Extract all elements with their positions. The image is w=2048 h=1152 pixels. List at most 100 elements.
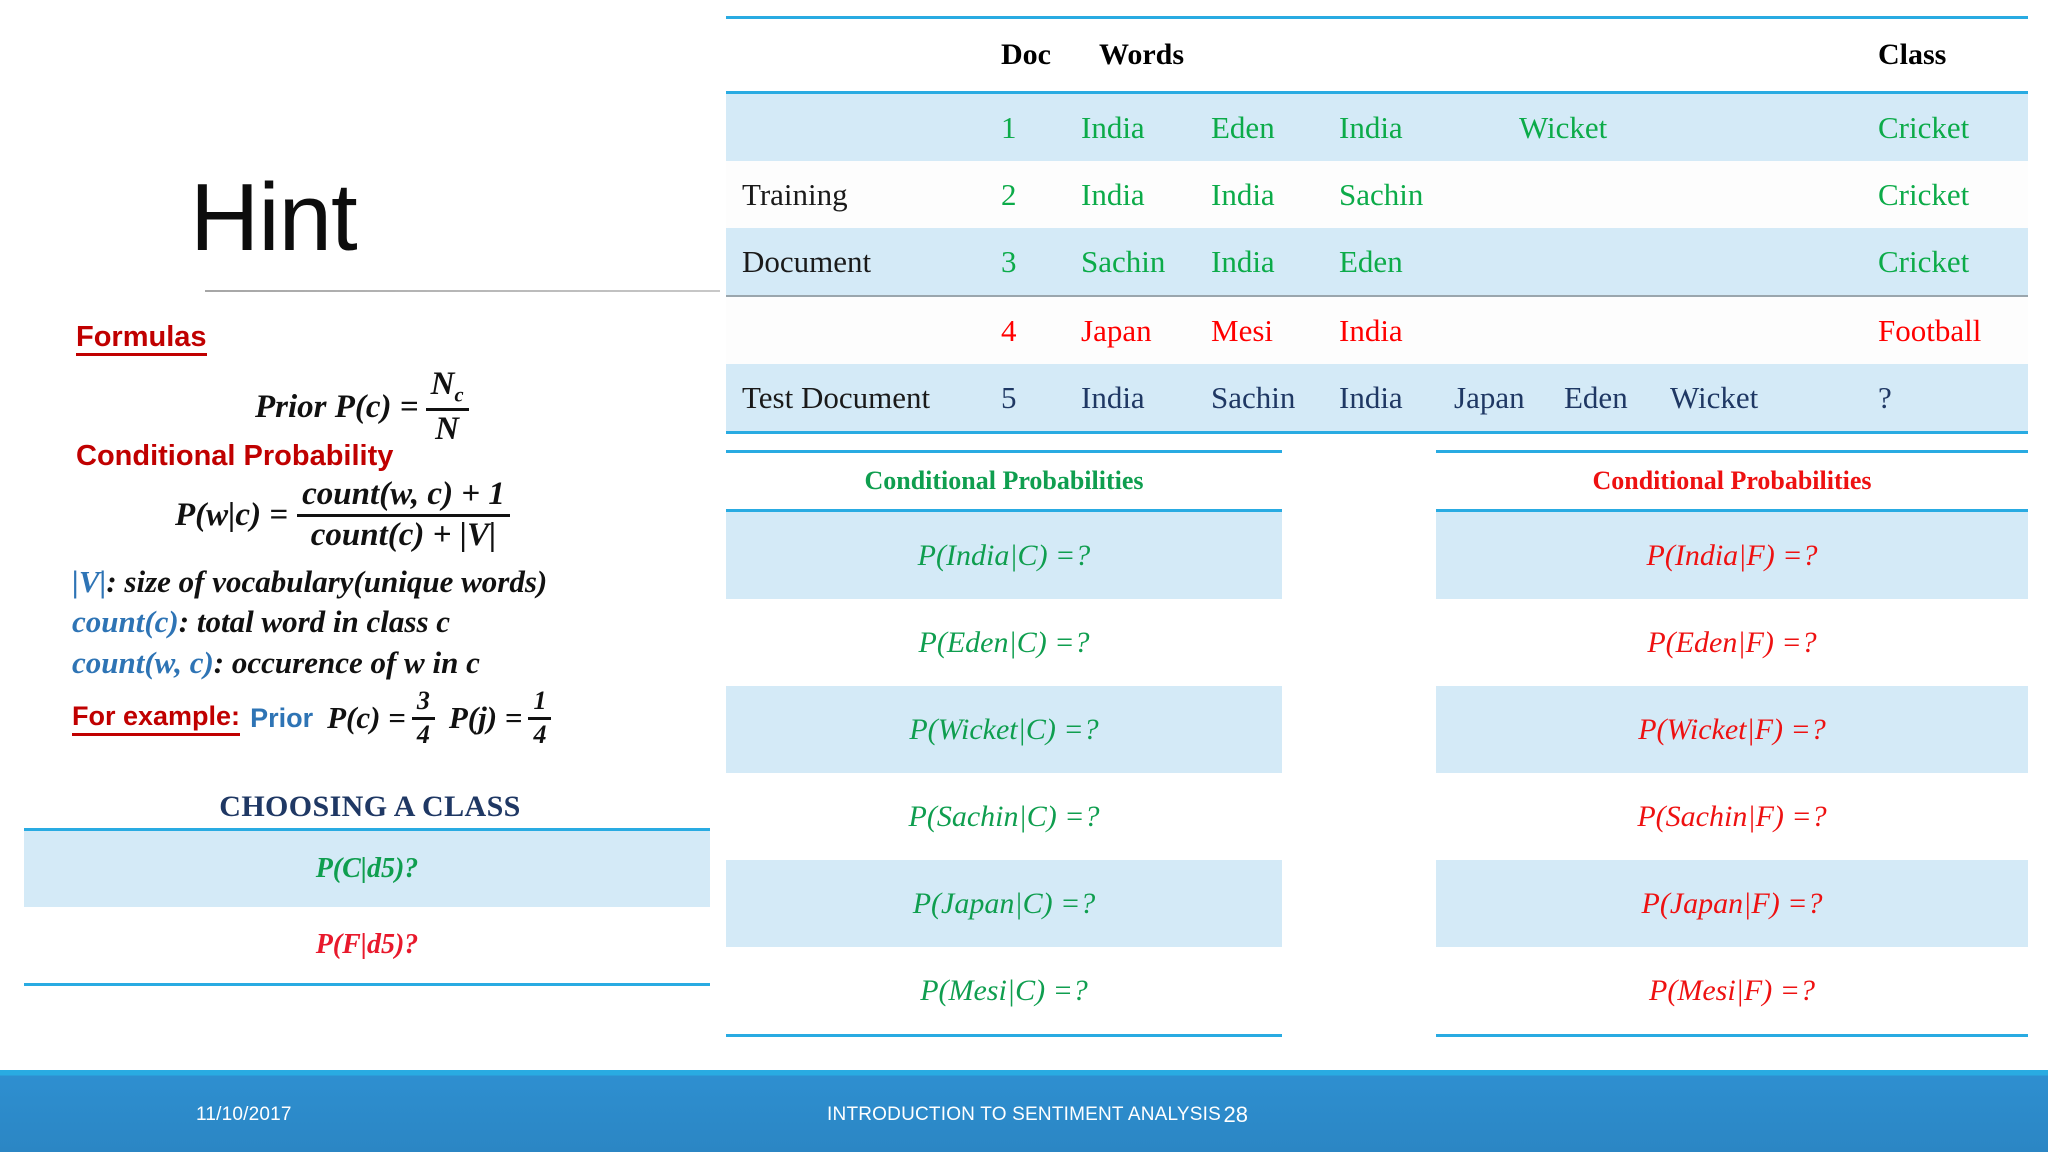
cell-doc: 5 [1001, 379, 1017, 415]
word: Wicket [1670, 379, 1759, 415]
word: Wicket [1519, 109, 1608, 145]
choosing-a-class-heading: CHOOSING A CLASS [219, 790, 521, 823]
prior-fraction: Nc N [425, 367, 469, 448]
word: Eden [1564, 379, 1628, 415]
conditional-fraction: count(w, c) + 1 count(c) + |V| [297, 477, 510, 553]
cell-class: ? [1878, 379, 1892, 415]
eq2-numerator: 1 [533, 686, 547, 715]
header-class: Class [1878, 38, 1947, 71]
footer-inner: 11/10/2017 INTRODUCTION TO SENTIMENT ANA… [0, 1076, 2048, 1152]
choosing-a-class-table: P(C|d5)? P(F|d5)? [24, 828, 710, 986]
table-body: 1 India Eden India Wicket Cricket Traini… [726, 94, 2028, 431]
cell-words: India India Sachin [1081, 177, 1878, 213]
footer-title: INTRODUCTION TO SENTIMENT ANALYSIS [827, 1104, 1221, 1125]
table-row: Test Document 5 India Sachin India Japan… [726, 364, 2028, 431]
list-item: P(India|C) =? [726, 512, 1282, 599]
for-example-equation-2: P(j) = 1 4 [448, 686, 552, 749]
choose-class-cricket: P(C|d5)? [315, 853, 419, 884]
word: Japan [1454, 379, 1525, 415]
table-row: P(F|d5)? [24, 907, 710, 983]
panel-list: P(India|F) =? P(Eden|F) =? P(Wicket|F) =… [1436, 509, 2028, 1037]
word: India [1081, 379, 1145, 415]
cell-class: Cricket [1878, 243, 1970, 279]
for-example-row: For example: Prior P(c) = 3 4 P(j) = 1 4 [72, 686, 552, 749]
definition-item: count(w, c): occurence of w in c [72, 643, 547, 683]
table-row: Training 2 India India Sachin Cricket [726, 161, 2028, 228]
word: Japan [1081, 312, 1152, 348]
word: India [1211, 243, 1275, 279]
list-item: P(Eden|C) =? [918, 625, 1090, 659]
list-item: P(Japan|C) =? [726, 860, 1282, 947]
list-item: P(Japan|F) =? [1436, 860, 2028, 947]
word: Sachin [1211, 379, 1296, 415]
conditional-formula-lhs: P(w|c) = [175, 496, 289, 533]
eq1-fraction: 3 4 [411, 687, 435, 749]
cell-doc: 3 [1001, 243, 1017, 279]
cell-words: India Sachin India Japan Eden Wicket [1081, 380, 1878, 416]
table-header-row: Doc Words Class [726, 19, 2028, 94]
word: India [1211, 176, 1275, 212]
definition-symbol: count(c) [72, 604, 179, 640]
cell-class: Football [1878, 312, 1982, 348]
cell-words: Sachin India Eden [1081, 244, 1878, 280]
row-group-label: Document [742, 243, 872, 279]
definition-item: count(c): total word in class c [72, 602, 547, 642]
eq2-lhs: P(j) = [448, 700, 523, 736]
cell-words: India Eden India Wicket [1081, 110, 1878, 146]
panel-title: Conditional Probabilities [1436, 450, 2028, 509]
table-row: 1 India Eden India Wicket Cricket [726, 94, 2028, 161]
document-table: Doc Words Class 1 India Eden India Wicke… [726, 16, 2028, 434]
slide-footer: 11/10/2017 INTRODUCTION TO SENTIMENT ANA… [0, 1070, 2048, 1152]
list-item: P(Mesi|F) =? [1649, 973, 1815, 1007]
word: India [1339, 379, 1403, 415]
formulas-heading: Formulas [76, 322, 207, 357]
fraction-bar [528, 716, 552, 720]
list-item: P(Mesi|C) =? [920, 973, 1088, 1007]
definition-item: |V|: size of vocabulary(unique words) [72, 562, 547, 602]
list-item: P(Wicket|C) =? [726, 686, 1282, 773]
cell-words: Japan Mesi India [1081, 313, 1878, 349]
definition-text: : occurence of w in c [213, 644, 480, 680]
word: India [1339, 109, 1403, 145]
panel-title: Conditional Probabilities [726, 450, 1282, 509]
list-item: P(Eden|F) =? [1647, 625, 1817, 659]
page-title: Hint [190, 164, 358, 271]
table-row: P(C|d5)? [24, 831, 710, 907]
header-words: Words [1099, 38, 1185, 71]
cell-doc: 2 [1001, 176, 1017, 212]
conditional-denominator: count(c) + |V| [310, 516, 497, 553]
eq1-denominator: 4 [416, 719, 430, 749]
prior-formula-lhs: Prior P(c) = [255, 389, 419, 426]
prior-formula: Prior P(c) = Nc N [255, 367, 469, 448]
conditional-probabilities-cricket-panel: Conditional Probabilities P(India|C) =? … [726, 450, 1282, 1037]
header-doc: Doc [1001, 38, 1051, 71]
list-item: P(Sachin|C) =? [908, 799, 1100, 833]
definition-text: : size of vocabulary(unique words) [106, 564, 548, 599]
eq2-fraction: 1 4 [528, 686, 552, 749]
table-row: Document 3 Sachin India Eden Cricket [726, 228, 2028, 295]
word: Sachin [1339, 176, 1424, 212]
eq2-denominator: 4 [533, 719, 547, 749]
title-divider [205, 290, 720, 292]
definitions-list: |V|: size of vocabulary(unique words) co… [72, 562, 547, 683]
definition-symbol: count(w, c) [72, 644, 214, 680]
conditional-probabilities-football-panel: Conditional Probabilities P(India|F) =? … [1436, 450, 2028, 1037]
panel-list: P(India|C) =? P(Eden|C) =? P(Wicket|C) =… [726, 509, 1282, 1037]
list-item: P(Wicket|F) =? [1436, 686, 2028, 773]
footer-date: 11/10/2017 [196, 1104, 292, 1125]
eq1-lhs: P(c) = [327, 700, 406, 736]
table-row: 4 Japan Mesi India Football [726, 297, 2028, 364]
word: Eden [1339, 243, 1403, 279]
fraction-bar [425, 408, 469, 412]
word: India [1081, 176, 1145, 212]
word: Sachin [1081, 243, 1166, 279]
definition-symbol: |V| [72, 564, 107, 599]
for-example-equation-1: P(c) = 3 4 [327, 687, 435, 749]
definition-text: : total word in class c [178, 604, 451, 640]
list-item: P(India|F) =? [1436, 512, 2028, 599]
prior-denominator: N [435, 411, 459, 448]
for-example-label: For example: [72, 701, 241, 736]
cell-doc: 1 [1001, 109, 1017, 145]
choose-class-football: P(F|d5)? [315, 929, 419, 960]
